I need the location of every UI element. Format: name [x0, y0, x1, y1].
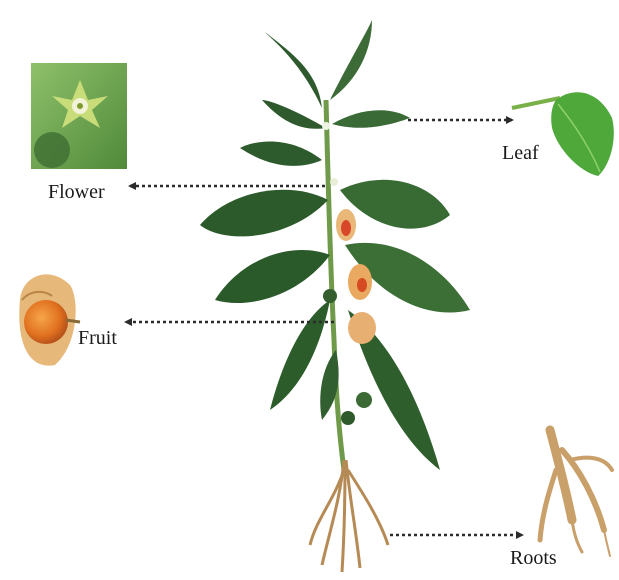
plant-flower-small — [322, 122, 330, 130]
roots-label: Roots — [510, 547, 557, 570]
plant-illustration — [200, 20, 470, 572]
plant-leaf — [330, 20, 372, 100]
plant-leaf — [240, 141, 322, 165]
plant-leaf — [332, 110, 410, 127]
plant-leaf — [340, 180, 450, 229]
plant-fruit-center — [357, 278, 367, 292]
plant-leaf — [215, 250, 330, 303]
plant-leaf — [262, 100, 326, 129]
flower-photo — [31, 63, 127, 169]
plant-leaf — [200, 190, 328, 237]
fruit-photo — [19, 274, 80, 365]
flower-label: Flower — [48, 181, 105, 204]
leaf-label: Leaf — [502, 142, 539, 165]
plant-stem — [326, 100, 344, 470]
plant-flower-center — [341, 220, 351, 236]
plant-berry — [341, 411, 355, 425]
plant-flower-small — [330, 178, 338, 186]
plant-berry — [356, 392, 372, 408]
roots-photo — [540, 430, 612, 556]
plant-roots — [310, 460, 388, 572]
plant-berry — [323, 289, 337, 303]
plant-leaf — [265, 32, 322, 108]
plant-fruit-husk — [348, 312, 376, 344]
fruit-label: Fruit — [78, 327, 117, 350]
